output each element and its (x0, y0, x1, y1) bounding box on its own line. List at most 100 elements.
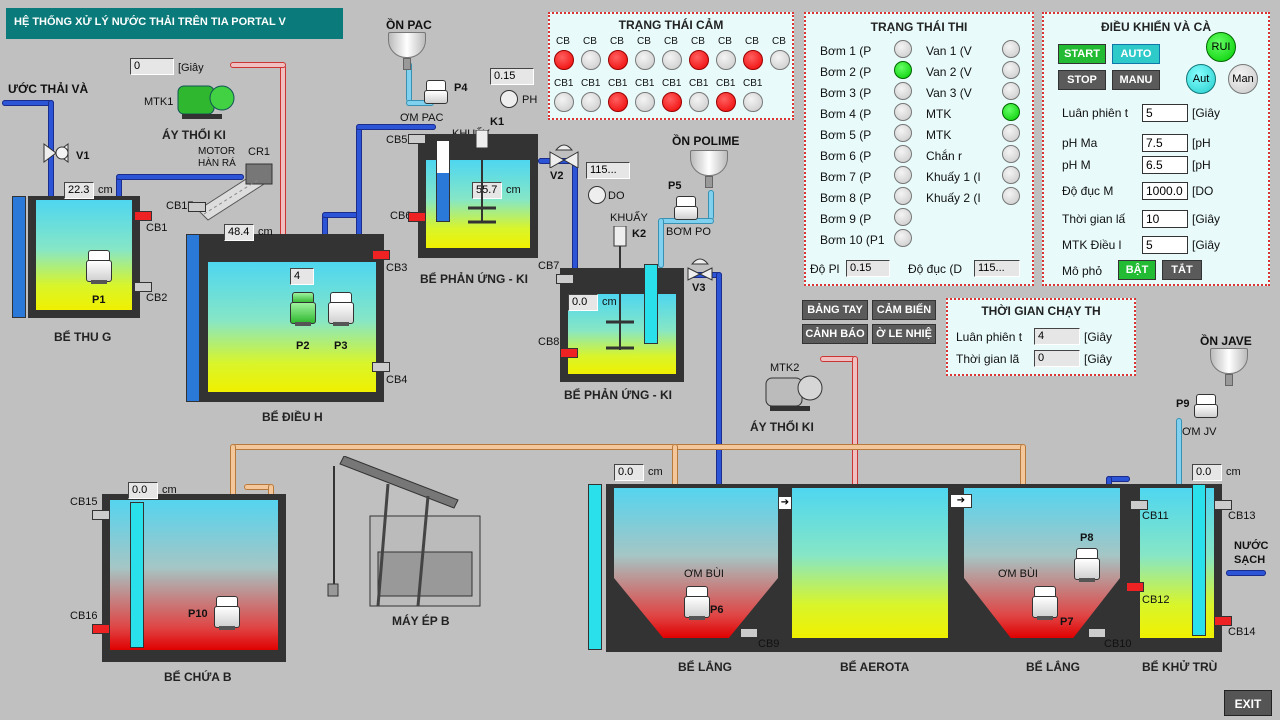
pump-p5[interactable] (674, 196, 698, 222)
tank-sludge-level-value: 0.0 (128, 482, 158, 499)
stop-button[interactable]: STOP (1058, 70, 1106, 90)
control-field-input[interactable]: 6.5 (1142, 156, 1188, 174)
pump-p9-name: ƠM JV (1182, 426, 1217, 438)
motor-label: MOTOR (198, 146, 236, 157)
auto-button[interactable]: AUTO (1112, 44, 1160, 64)
inlet-pipe (2, 100, 54, 106)
mixer-k1[interactable] (462, 129, 502, 230)
pac-label: ỒN PAC (386, 18, 432, 32)
motor-cr-label: CR1 (248, 146, 271, 158)
valve-v1[interactable] (42, 142, 70, 164)
v2-pipe-down (572, 158, 578, 278)
pump-p6[interactable] (684, 586, 710, 620)
runtime-label: Thời gian lã (956, 352, 1020, 366)
tank-biological-level (588, 484, 602, 650)
thermal-relay-button[interactable]: Ờ LE NHIỆ (872, 324, 936, 344)
start-button[interactable]: START (1058, 44, 1106, 64)
sensor-cb14-label: CB14 (1228, 626, 1256, 638)
blower-mtk1[interactable] (176, 78, 236, 120)
control-panel-title: ĐIỀU KHIỂN VÀ CÀ (1100, 20, 1211, 34)
control-field-unit: [pH (1192, 158, 1211, 172)
device-pump-label: Bơm 1 (P (820, 44, 872, 58)
device-pump-lamp (894, 82, 912, 100)
pump-p3-label: P3 (334, 340, 348, 352)
air-pipe-1 (280, 64, 286, 374)
sensor-label: CB (745, 36, 759, 47)
device-pump-label: Bơm 3 (P (820, 86, 872, 100)
device-other-lamp (1002, 61, 1020, 79)
sensor-lamp (689, 50, 709, 70)
valve-v2[interactable] (548, 140, 580, 169)
sensor-cb2-label: CB2 (146, 292, 168, 304)
pump-p9-label: P9 (1176, 398, 1190, 410)
tank-equalization-level-value: 48.4 (224, 224, 254, 241)
ph-sensor-icon (500, 90, 518, 108)
sensor-cb8 (560, 348, 578, 358)
sensor-label: CB1 (635, 78, 655, 89)
sensor-cb17 (188, 202, 206, 212)
pump-p10[interactable] (214, 596, 240, 630)
control-field-input[interactable]: 10 (1142, 210, 1188, 228)
pump-p7-label: P7 (1060, 616, 1074, 628)
sensor-cb3-label: CB3 (386, 262, 408, 274)
pump-p7[interactable] (1032, 586, 1058, 620)
p3-pipe (356, 126, 362, 336)
pump-p9[interactable] (1194, 394, 1218, 420)
device-other-lamp (1002, 166, 1020, 184)
manual-button[interactable]: MANU (1112, 70, 1160, 90)
mixer-k2[interactable] (600, 225, 640, 356)
sensor-lamp (662, 50, 682, 70)
sensor-cb7 (556, 274, 574, 284)
pump-p2[interactable] (290, 292, 316, 326)
blower-mtk2[interactable] (764, 368, 824, 412)
pump-p3[interactable] (328, 292, 354, 326)
exit-button[interactable]: EXIT (1224, 690, 1272, 716)
wall-2 (948, 484, 964, 652)
mtk1-timer: 0 (130, 58, 174, 75)
pump-p1[interactable] (86, 250, 112, 284)
simulation-on-button[interactable]: BẬT (1118, 260, 1156, 280)
polime-pipe-down (658, 218, 664, 268)
sensor-cb14 (1214, 616, 1232, 626)
manual-table-button[interactable]: BẢNG TAY (802, 300, 868, 320)
sensor-cb4-label: CB4 (386, 374, 408, 386)
sensor-cb3 (372, 250, 390, 260)
sensor-label: CB (718, 36, 732, 47)
pac-tank (388, 32, 426, 72)
auto-indicator: Aut (1186, 64, 1216, 94)
sludge-pipe-drop (230, 444, 236, 500)
control-field-label: pH Ma (1062, 136, 1098, 150)
sensor-cb4 (372, 362, 390, 372)
pump-p4[interactable] (424, 80, 448, 106)
control-field-input[interactable]: 1000.0 (1142, 182, 1188, 200)
device-other-label: Van 1 (V (926, 44, 972, 58)
device-pump-lamp (894, 103, 912, 121)
motor-label-2: HÀN RÁ (198, 158, 236, 169)
p10-pipe (244, 484, 274, 490)
pac-pipe-h (406, 100, 434, 106)
alarm-button[interactable]: CẢNH BÁO (802, 324, 868, 344)
sensors-button[interactable]: CẢM BIẾN (872, 300, 936, 320)
sludge-pipe (230, 444, 1026, 450)
v3-pipe-down (716, 272, 722, 522)
flow-arrow-2-icon: ➔ (950, 494, 972, 508)
pump-p1-label: P1 (92, 294, 106, 306)
tank-sludge-unit: cm (162, 484, 177, 496)
tank-reaction-2-level-value: 0.0 (568, 294, 598, 311)
app-title: HỆ THỐNG XỬ LÝ NƯỚC THẢI TRÊN TIA PORTAL… (6, 8, 343, 39)
control-field-input[interactable]: 5 (1142, 236, 1188, 254)
control-field-input[interactable]: 7.5 (1142, 134, 1188, 152)
pump-p6-name: ƠM BÙI (684, 568, 724, 580)
sensor-lamp (635, 92, 655, 112)
simulation-off-button[interactable]: TẮT (1162, 260, 1202, 280)
pump-p8[interactable] (1074, 548, 1100, 582)
control-field-input[interactable]: 5 (1142, 104, 1188, 122)
sensor-cb15-label: CB15 (70, 496, 98, 508)
sensor-lamp (608, 50, 628, 70)
sensor-label: CB (691, 36, 705, 47)
tank-settling-2-name: BỂ LẮNG (1026, 660, 1080, 674)
device-pump-lamp (894, 124, 912, 142)
valve-v3[interactable] (686, 254, 714, 282)
device-pump-label: Bơm 4 (P (820, 107, 872, 121)
